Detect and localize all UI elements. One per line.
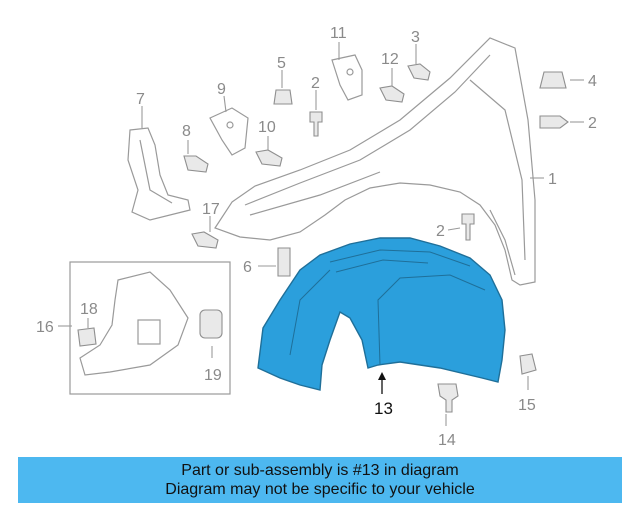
callout-18: 18 bbox=[80, 301, 98, 318]
callout-2c: 2 bbox=[436, 223, 445, 240]
fender-liner-13[interactable] bbox=[257, 237, 506, 391]
fastener-5[interactable] bbox=[273, 89, 293, 105]
fastener-10[interactable] bbox=[255, 149, 283, 167]
fastener-15[interactable] bbox=[519, 353, 537, 375]
callout-3: 3 bbox=[411, 29, 420, 46]
callout-5: 5 bbox=[277, 55, 286, 72]
callout-13: 13 bbox=[374, 399, 393, 418]
callout-9: 9 bbox=[217, 81, 226, 98]
callout-7: 7 bbox=[136, 91, 145, 108]
callout-16: 16 bbox=[36, 319, 54, 336]
info-banner: Part or sub-assembly is #13 in diagram D… bbox=[18, 457, 622, 503]
callout-4: 4 bbox=[588, 73, 597, 90]
callout-17: 17 bbox=[202, 201, 220, 218]
fastener-3[interactable] bbox=[407, 63, 431, 81]
fastener-2a[interactable] bbox=[309, 111, 323, 137]
fastener-12[interactable] bbox=[379, 85, 405, 103]
fastener-2b[interactable] bbox=[539, 115, 569, 129]
callout-2b: 2 bbox=[588, 115, 597, 132]
fastener-2c[interactable] bbox=[461, 213, 475, 241]
callout-15: 15 bbox=[518, 397, 536, 414]
fastener-8[interactable] bbox=[183, 155, 209, 173]
callout-11: 11 bbox=[330, 25, 347, 42]
parts-diagram: 7 9 11 5 2 3 12 8 10 17 4 2 1 2 6 16 18 … bbox=[36, 25, 597, 449]
fender-part[interactable] bbox=[214, 37, 536, 286]
fastener-14[interactable] bbox=[437, 383, 459, 413]
bracket-7-part[interactable] bbox=[127, 127, 191, 221]
fastener-17[interactable] bbox=[191, 231, 219, 249]
callout-1: 1 bbox=[548, 171, 557, 188]
callout-14: 14 bbox=[438, 432, 456, 449]
callout-10: 10 bbox=[258, 119, 276, 136]
callout-6: 6 bbox=[243, 259, 252, 276]
fastener-4[interactable] bbox=[539, 71, 567, 89]
banner-line-2: Diagram may not be specific to your vehi… bbox=[165, 481, 475, 498]
callout-19: 19 bbox=[204, 367, 222, 384]
bracket-11-part[interactable] bbox=[331, 54, 363, 101]
clip-18-part[interactable] bbox=[77, 327, 97, 347]
shield-16-part[interactable] bbox=[79, 271, 189, 376]
callout-12: 12 bbox=[381, 51, 399, 68]
inset-box bbox=[69, 261, 231, 395]
fastener-6[interactable] bbox=[277, 247, 291, 277]
bracket-9-part[interactable] bbox=[209, 107, 249, 156]
banner-line-1: Part or sub-assembly is #13 in diagram bbox=[181, 462, 459, 479]
callout-2a: 2 bbox=[311, 75, 320, 92]
callout-8: 8 bbox=[182, 123, 191, 140]
seal-19-part[interactable] bbox=[199, 309, 223, 339]
